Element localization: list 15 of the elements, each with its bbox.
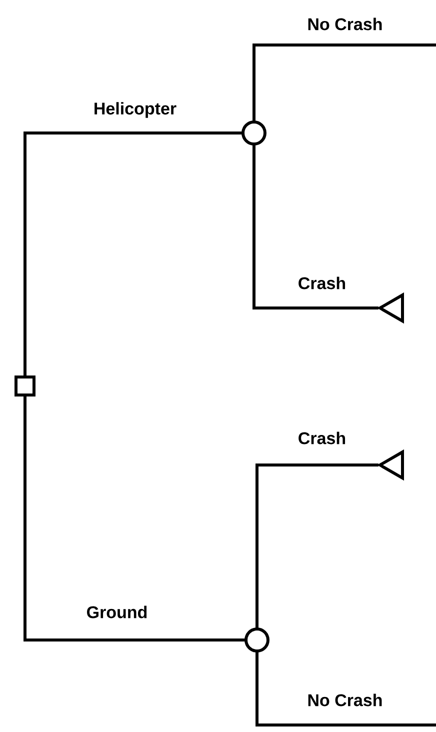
chance-circle (242, 120, 266, 146)
node-square (14, 376, 36, 396)
branch-line (256, 464, 378, 629)
chance-circle (244, 628, 270, 652)
branch-line (256, 651, 436, 726)
edge-label: No Crash (308, 18, 382, 30)
branch-line (24, 132, 243, 377)
edge-label: No Crash (308, 694, 382, 706)
branch-line (252, 144, 378, 310)
edge-label: Ground (87, 606, 147, 618)
edge-label: Crash (298, 276, 346, 290)
branch-line (24, 395, 246, 642)
edge-label: Crash (298, 432, 346, 444)
edge-label: Helicopter (94, 102, 176, 118)
branch-line (252, 44, 436, 122)
